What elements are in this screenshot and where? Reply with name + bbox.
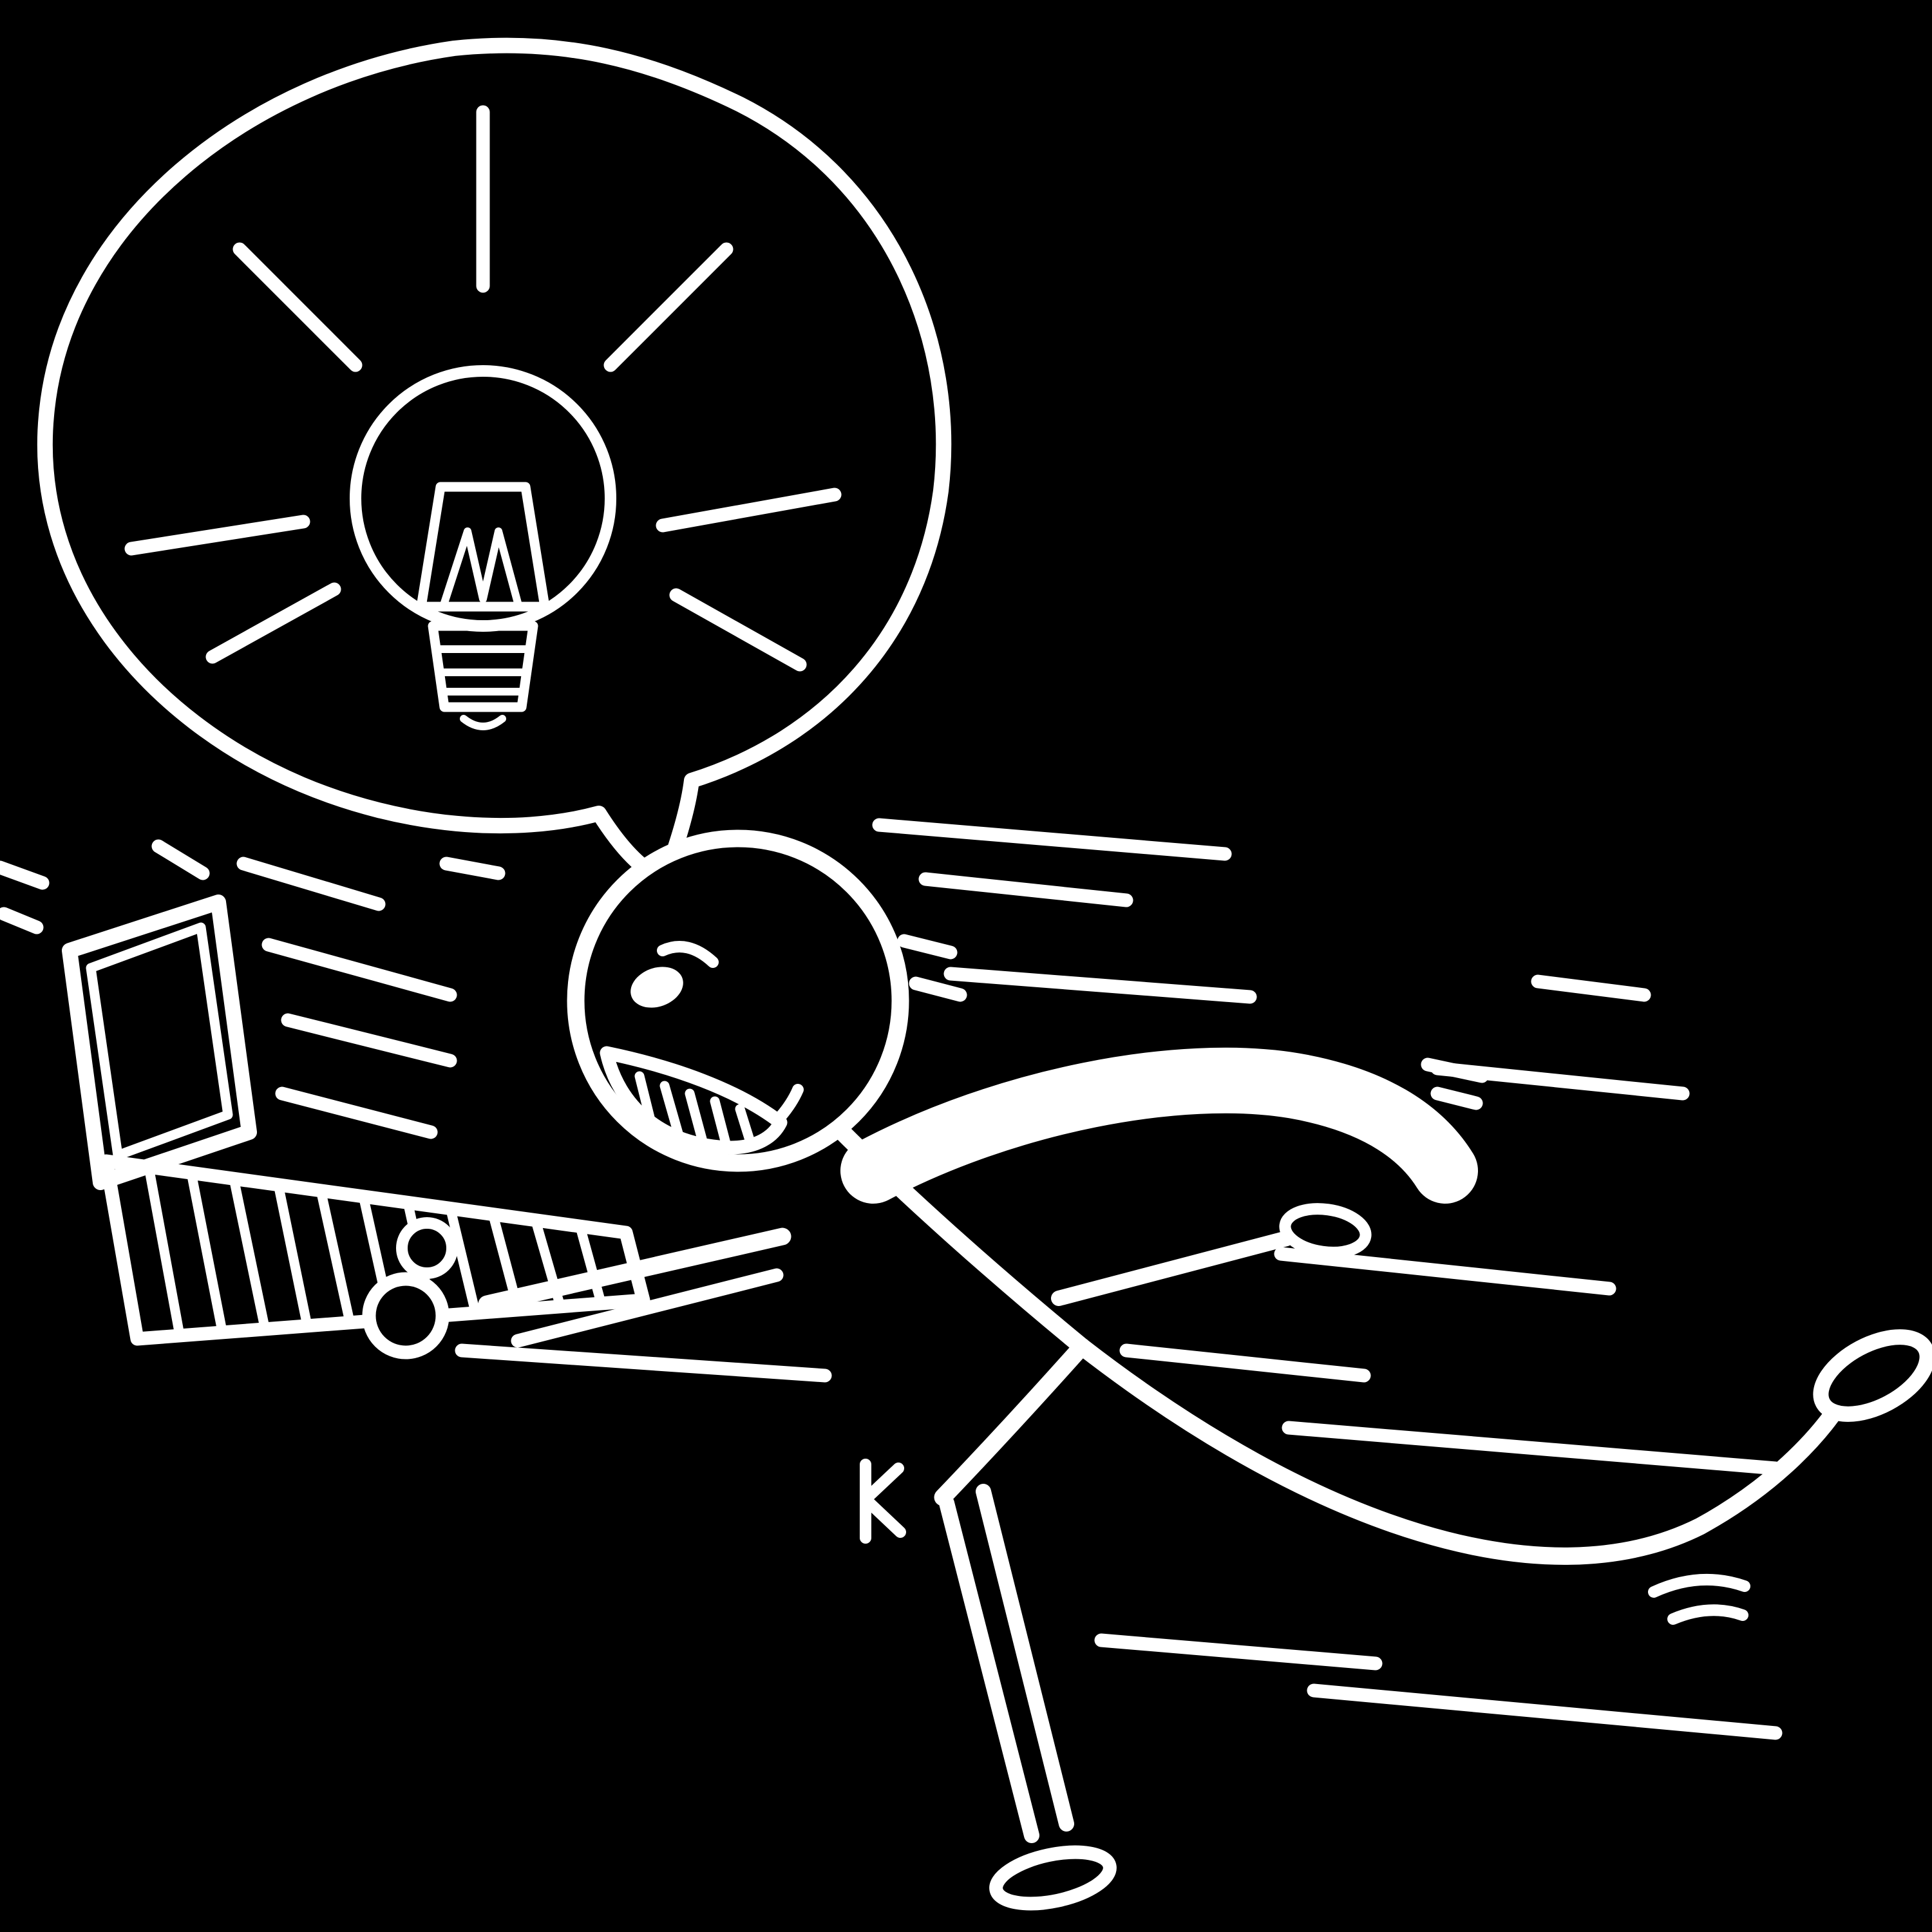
tooth-line (685, 1088, 708, 1149)
laptop-screen (62, 895, 257, 1190)
bulb-filament (440, 527, 522, 607)
speed-line (455, 1343, 832, 1383)
speed-lines (0, 818, 1783, 1740)
thought-bubble-outline (37, 37, 952, 887)
key-stripe (144, 1162, 185, 1340)
heel-motion-arc (1667, 1604, 1748, 1625)
trailing-leg (1073, 1338, 1854, 1565)
laptop-hinge-detail (396, 1217, 458, 1279)
front-shin (939, 1495, 1039, 1843)
speed-line (151, 839, 210, 880)
running-businessman (478, 1121, 1932, 1911)
speed-line (0, 860, 50, 890)
ray-right (656, 488, 842, 533)
front-arm-lower-line (511, 1268, 784, 1348)
speed-line (1531, 974, 1651, 1002)
tooth-line (659, 1081, 685, 1145)
ray-lower-left (205, 582, 341, 664)
speed-line (1094, 1633, 1383, 1671)
flying-necktie (840, 1047, 1478, 1204)
knee-mark-line (860, 1493, 906, 1538)
front-hand (362, 1272, 450, 1359)
key-stripe (530, 1214, 565, 1311)
knee-mark-line (860, 1463, 904, 1505)
key-stripe (186, 1168, 227, 1336)
ray-upper-right (603, 242, 734, 372)
speed-line (275, 1086, 438, 1139)
heel-motion-arc (1648, 1573, 1750, 1598)
knee-motion-mark (860, 1459, 906, 1544)
light-bulb (124, 105, 842, 730)
ray-lower-right (669, 588, 807, 672)
speed-line (1307, 1683, 1783, 1740)
ray-upper-left (232, 242, 363, 372)
speed-line (1282, 1421, 1783, 1475)
speed-line (1274, 1247, 1616, 1296)
smiling-face (567, 829, 909, 1172)
key-stripe (488, 1208, 523, 1313)
planted-foot (989, 1845, 1117, 1911)
tooth-line (710, 1096, 732, 1151)
speed-line (281, 1013, 457, 1068)
speed-line (1430, 1086, 1483, 1110)
speed-line (0, 907, 44, 934)
laptop-keys (144, 1162, 606, 1340)
speed-line (943, 967, 1257, 1004)
necktie-band (840, 1047, 1478, 1204)
raised-shoe (1813, 1329, 1932, 1422)
rear-hand-fist (1279, 1203, 1372, 1258)
speed-line (1119, 1343, 1371, 1383)
eyebrow (657, 941, 719, 968)
speed-line (439, 857, 506, 880)
tooth-line (634, 1071, 658, 1135)
bulb-contact-tip (460, 715, 506, 730)
key-stripe (316, 1185, 355, 1327)
speed-line (897, 934, 958, 960)
open-laptop (62, 895, 650, 1359)
speed-line (261, 938, 457, 1002)
key-stripe (574, 1220, 606, 1307)
ray-left (124, 515, 310, 556)
speed-line (872, 818, 1232, 861)
torso (831, 1121, 1091, 1356)
rear-arm (1051, 1231, 1294, 1306)
laptop-screen-inner (86, 922, 233, 1160)
front-thigh (934, 1338, 1091, 1506)
speed-line (918, 872, 1133, 907)
key-stripe (273, 1179, 312, 1331)
front-shin (976, 1484, 1074, 1832)
thought-bubble (37, 37, 952, 887)
speed-line (236, 857, 386, 911)
speed-line (1421, 1057, 1489, 1083)
teeth (634, 1071, 755, 1151)
light-bulb-rays (124, 105, 842, 672)
bulb-screw-base (428, 621, 538, 712)
key-stripe (229, 1173, 270, 1332)
speed-line (909, 976, 967, 1002)
eye (630, 967, 683, 1008)
bulb-inner-cone (416, 482, 550, 612)
key-stripe (445, 1202, 480, 1317)
smile-corner (775, 1084, 804, 1122)
tooth-line (735, 1104, 755, 1145)
